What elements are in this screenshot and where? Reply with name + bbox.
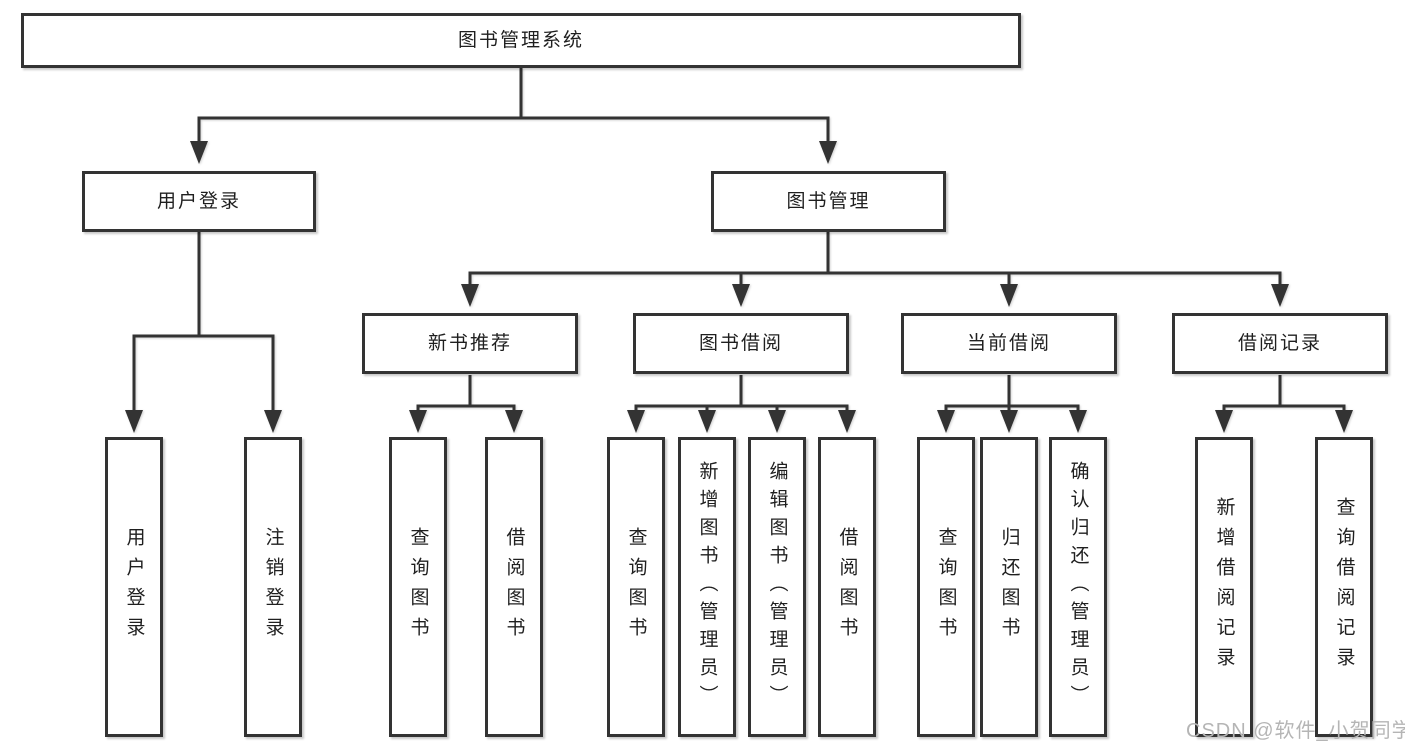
node-add-book-admin: 新增图书（管理员） (678, 437, 736, 737)
node-library-management-system: 图书管理系统 (21, 13, 1021, 68)
node-label: 用户登录 (156, 191, 241, 212)
node-confirm-return-admin: 确认归还（管理员） (1049, 437, 1107, 737)
node-label: 新书推荐 (427, 333, 512, 354)
node-query-borrow-record: 查询借阅记录 (1315, 437, 1373, 737)
node-label: 新增图书（管理员） (696, 461, 718, 713)
watermark-text: CSDN @软件_小贺同学 (1186, 720, 1405, 742)
node-label: 借阅记录 (1237, 333, 1322, 354)
node-label: 当前借阅 (966, 333, 1051, 354)
node-label: 编辑图书（管理员） (766, 461, 788, 713)
node-borrowing-records: 借阅记录 (1172, 313, 1388, 374)
node-user-login-leaf: 用户登录 (105, 437, 163, 737)
node-current-borrowing: 当前借阅 (901, 313, 1117, 374)
node-new-book-recommendation: 新书推荐 (362, 313, 578, 374)
node-borrow-books-1: 借阅图书 (485, 437, 543, 737)
node-book-borrowing: 图书借阅 (633, 313, 849, 374)
node-label: 确认归还（管理员） (1067, 461, 1089, 713)
node-label: 用户登录 (123, 527, 145, 647)
node-query-books-2: 查询图书 (607, 437, 665, 737)
node-add-borrow-record: 新增借阅记录 (1195, 437, 1253, 737)
node-label: 查询图书 (407, 527, 429, 647)
node-book-management: 图书管理 (711, 171, 946, 232)
node-label: 归还图书 (998, 527, 1020, 647)
node-label: 借阅图书 (836, 527, 858, 647)
node-query-books-1: 查询图书 (389, 437, 447, 737)
node-query-books-3: 查询图书 (917, 437, 975, 737)
node-label: 图书管理 (786, 191, 871, 212)
node-return-books: 归还图书 (980, 437, 1038, 737)
node-edit-book-admin: 编辑图书（管理员） (748, 437, 806, 737)
node-label: 查询借阅记录 (1333, 497, 1355, 677)
arrowheads (125, 141, 1353, 433)
node-user-login: 用户登录 (82, 171, 316, 232)
node-label: 图书管理系统 (457, 30, 584, 51)
node-label: 新增借阅记录 (1213, 497, 1235, 677)
node-borrow-books-2: 借阅图书 (818, 437, 876, 737)
node-label: 借阅图书 (503, 527, 525, 647)
node-label: 图书借阅 (698, 333, 783, 354)
node-label: 查询图书 (625, 527, 647, 647)
node-label: 注销登录 (262, 527, 284, 647)
node-label: 查询图书 (935, 527, 957, 647)
node-logout: 注销登录 (244, 437, 302, 737)
